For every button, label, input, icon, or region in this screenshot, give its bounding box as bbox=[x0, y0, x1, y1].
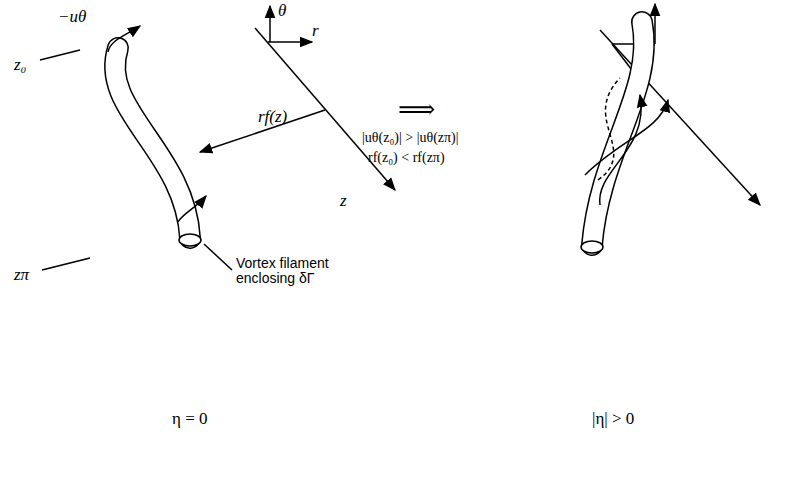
figure-label: |η| > 0 bbox=[592, 410, 634, 429]
figure-label: θ bbox=[278, 2, 286, 21]
leader-line bbox=[204, 244, 232, 270]
figure-label: ⟹ bbox=[398, 96, 435, 125]
figure-label: z₀ bbox=[14, 56, 27, 75]
figure-label: rf(z) bbox=[258, 108, 287, 127]
swirl-arrow bbox=[178, 196, 206, 222]
figure-label: Vortex filament enclosing δΓ bbox=[236, 256, 356, 287]
twist-line bbox=[598, 78, 620, 180]
z-axis bbox=[255, 28, 395, 190]
twist-line bbox=[600, 95, 642, 205]
swirl-arrow bbox=[108, 26, 140, 52]
leader-line bbox=[42, 258, 90, 270]
figure-label: −uθ bbox=[58, 8, 86, 27]
leader-line bbox=[40, 50, 80, 60]
figure-label: rf(z₀) < rf(zπ) bbox=[368, 150, 445, 165]
figure-label: r bbox=[312, 22, 319, 41]
figure-label: zπ bbox=[14, 266, 29, 285]
figure-label: z bbox=[340, 192, 347, 211]
r-axis bbox=[268, 41, 312, 43]
figure-label: η = 0 bbox=[172, 410, 207, 429]
theta-axis bbox=[269, 6, 271, 42]
twist-line bbox=[585, 100, 668, 175]
figure-label: |uθ(z₀)| > |uθ(zπ)| bbox=[362, 130, 459, 145]
vortex-filament bbox=[115, 48, 201, 246]
